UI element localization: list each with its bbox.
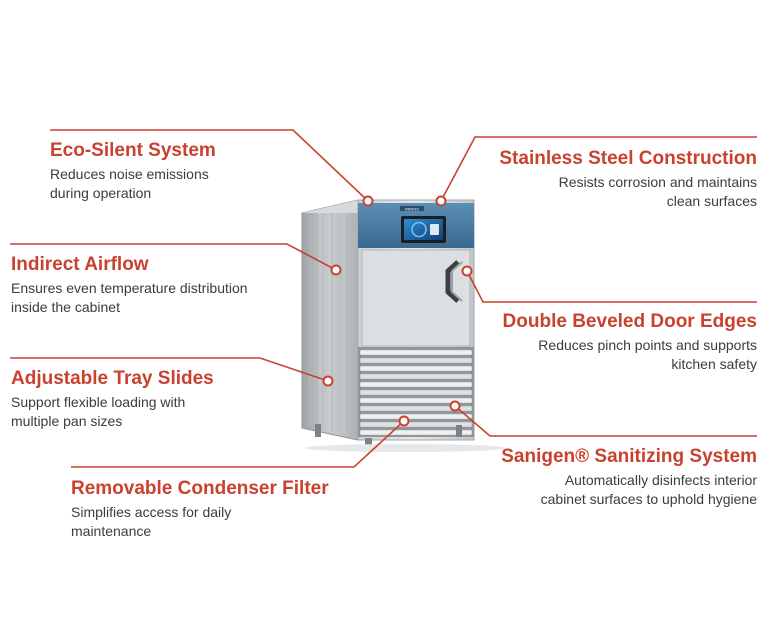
leader-line-eco (50, 129, 369, 202)
door-handle (445, 260, 463, 303)
callout-title: Removable Condenser Filter (71, 478, 329, 499)
callout-dot-steel (435, 195, 447, 207)
callout-eco-silent: Eco-Silent System Reduces noise emission… (50, 140, 216, 203)
grille-slat (359, 429, 473, 436)
desc-line: Resists corrosion and maintains (558, 174, 757, 190)
grille-slat (359, 373, 473, 380)
grille-slat (359, 413, 473, 420)
callout-door-edges: Double Beveled Door Edges Reduces pinch … (503, 311, 757, 374)
desc-line: multiple pan sizes (11, 413, 123, 429)
desc-line: Reduces noise emissions (50, 166, 209, 182)
callout-description: Resists corrosion and maintains clean su… (499, 173, 757, 211)
callout-description: Ensures even temperature distribution in… (11, 279, 248, 317)
brand-logo: IRINOX (405, 207, 419, 212)
callout-adjustable-tray: Adjustable Tray Slides Support flexible … (11, 368, 214, 431)
callout-dot-airflow (330, 264, 342, 276)
screen-widget (430, 224, 439, 235)
grille-slat (359, 421, 473, 428)
callout-dot-sanigen (449, 400, 461, 412)
desc-line: during operation (50, 185, 152, 201)
callout-title: Adjustable Tray Slides (11, 368, 214, 389)
desc-line: Simplifies access for daily (71, 504, 232, 520)
callout-title: Double Beveled Door Edges (502, 311, 757, 332)
desc-line: Reduces pinch points and supports (538, 337, 757, 353)
callout-dots (322, 195, 473, 427)
desc-line: cabinet surfaces to uphold hygiene (540, 491, 757, 507)
leader-line-tray (10, 357, 329, 382)
desc-line: maintenance (71, 523, 152, 539)
screen-dial-icon (411, 221, 427, 238)
callout-dot-eco (362, 195, 374, 207)
grille-slat (359, 405, 473, 412)
callout-title: Sanigen® Sanitizing System (501, 446, 757, 467)
grille-slat (359, 397, 473, 404)
callout-description: Reduces noise emissions during operation (50, 165, 216, 203)
callout-title: Stainless Steel Construction (499, 148, 757, 169)
callout-sanigen: Sanigen® Sanitizing System Automatically… (501, 446, 757, 509)
callout-title: Eco-Silent System (50, 140, 216, 161)
grille-slat (359, 365, 473, 372)
cabinet-side (301, 199, 359, 441)
callout-description: Simplifies access for daily maintenance (71, 503, 329, 541)
grille-slat (359, 381, 473, 388)
callout-dot-filter (398, 415, 410, 427)
grille-slat (359, 357, 473, 364)
leader-line-steel (440, 136, 757, 202)
callout-description: Support flexible loading with multiple p… (11, 393, 214, 431)
desc-line: Support flexible loading with (11, 394, 186, 410)
foot (456, 425, 462, 437)
callout-title: Indirect Airflow (11, 254, 149, 275)
leader-line-door (466, 270, 757, 303)
callout-dot-door (461, 265, 473, 277)
desc-line: Automatically disinfects interior (564, 472, 757, 488)
leader-line-filter (71, 420, 405, 468)
desc-line: kitchen safety (671, 356, 757, 372)
callout-stainless-steel: Stainless Steel Construction Resists cor… (499, 148, 757, 211)
callout-description: Automatically disinfects interior cabine… (501, 471, 757, 509)
callout-condenser-filter: Removable Condenser Filter Simplifies ac… (71, 478, 329, 541)
desc-line: clean surfaces (666, 193, 757, 209)
desc-line: Ensures even temperature distribution (11, 280, 248, 296)
leader-line-airflow (10, 243, 337, 271)
condenser-grille (358, 347, 474, 437)
leader-line-sanigen (454, 405, 757, 437)
foot (315, 424, 321, 437)
brand-plate (400, 206, 424, 211)
callout-dot-tray (322, 375, 334, 387)
grille-slat (359, 389, 473, 396)
grille-slat (359, 349, 473, 356)
leader-lines (10, 129, 757, 468)
callout-indirect-airflow: Indirect Airflow Ensures even temperatur… (11, 254, 248, 317)
callout-description: Reduces pinch points and supports kitche… (503, 336, 757, 374)
desc-line: inside the cabinet (11, 299, 120, 315)
floor-shadow (305, 444, 505, 452)
